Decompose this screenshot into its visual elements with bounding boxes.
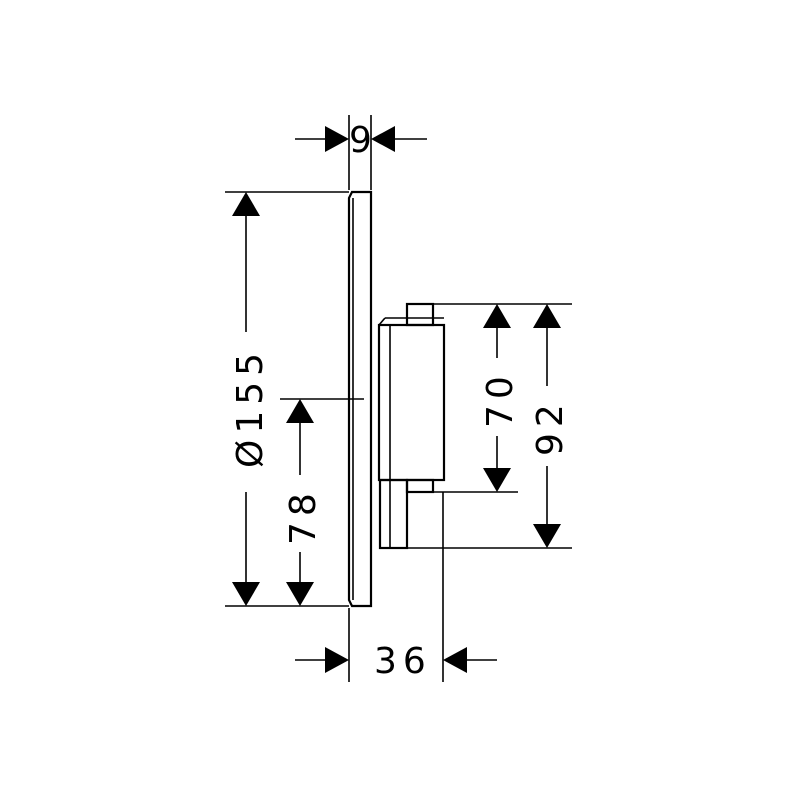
dimension-70: 70: [480, 304, 521, 492]
dimension-92: 92: [530, 304, 571, 548]
dimension-36: 36: [295, 641, 497, 682]
lower-spigot: [378, 478, 409, 550]
dimension-label-36: 36: [374, 641, 432, 682]
dimension-9: 9: [295, 120, 427, 161]
valve-body: [377, 323, 446, 482]
lower-connector: [405, 478, 435, 494]
arrow-right-icon: [325, 647, 349, 673]
extension-lines: [225, 115, 572, 682]
top-connector: [405, 302, 435, 327]
dimension-label-78: 78: [283, 487, 324, 545]
arrow-right-icon: [325, 126, 349, 152]
arrow-left-icon: [443, 647, 467, 673]
dimension-label-70: 70: [480, 370, 521, 428]
arrow-up-icon: [533, 304, 561, 328]
cover-plate: [347, 190, 373, 608]
arrow-up-icon: [286, 399, 314, 423]
product-outline: [347, 190, 446, 608]
dimension-label-9: 9: [349, 120, 378, 161]
dimension-diameter-155: Ø155: [230, 192, 271, 606]
arrow-down-icon: [232, 582, 260, 606]
arrow-up-icon: [483, 304, 511, 328]
arrow-down-icon: [286, 582, 314, 606]
arrow-up-icon: [232, 192, 260, 216]
arrow-left-icon: [371, 126, 395, 152]
arrow-down-icon: [483, 468, 511, 492]
dimension-label-diameter: Ø155: [230, 347, 271, 468]
dimension-label-92: 92: [530, 398, 571, 456]
dimension-78: 78: [283, 399, 324, 606]
arrow-down-icon: [533, 524, 561, 548]
